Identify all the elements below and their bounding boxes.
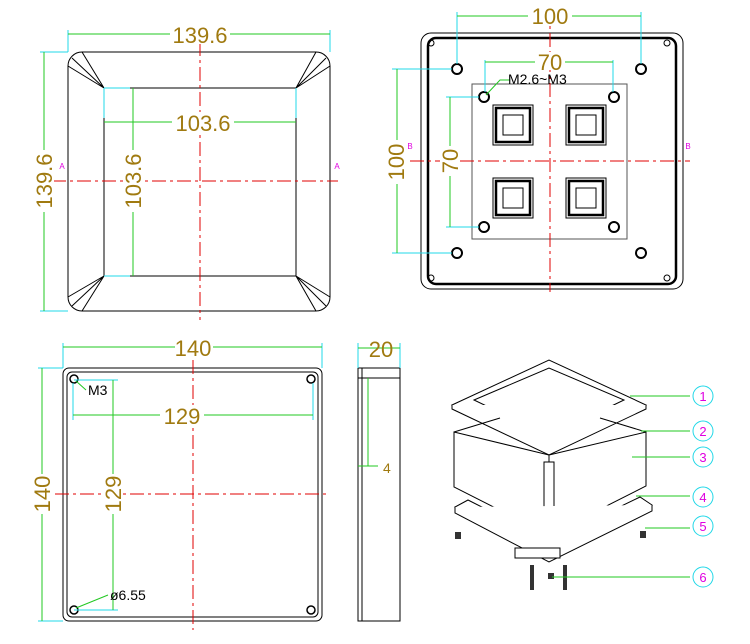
screw-note: M3 [88,382,108,398]
side-view: 20 4 [357,337,401,622]
height-dimension: 139.6 [32,153,57,208]
balloon-4: 4 [692,486,714,508]
bottom-view: 100 70 100 70 M2.6~M3 B B [384,4,691,292]
section-marker-right: B [685,142,690,151]
width-dimension: 140 [175,336,212,361]
svg-text:6: 6 [699,570,706,585]
svg-text:1: 1 [699,389,706,404]
top-view: 139.6 139.6 103.6 103.6 A A [32,23,340,320]
height-dimension: 140 [30,476,55,513]
width-dimension: 139.6 [172,23,227,48]
svg-text:3: 3 [699,450,706,465]
screw-note: M2.6~M3 [508,71,567,87]
svg-text:5: 5 [699,519,706,534]
inner-height-dimension: 129 [101,476,126,513]
balloon-2: 2 [692,420,714,442]
step-dimension: 4 [383,460,391,476]
lid [450,359,648,456]
balloon-5: 5 [692,515,714,537]
hole-note: ø6.55 [110,587,146,603]
inner-width-dimension: 129 [164,404,201,429]
base-view: 140 140 129 129 M3 ø6.55 [30,336,330,630]
thickness-dimension: 20 [369,337,393,362]
svg-text:2: 2 [699,424,706,439]
section-marker-left: B [407,142,412,151]
balloon-1: 1 [692,385,714,407]
hole-spacing-x: 100 [532,4,569,29]
pcb-hole-spacing-x: 70 [538,50,562,75]
base-plate [453,496,654,563]
inner-width-dimension: 103.6 [175,111,230,136]
balloon-6: 6 [692,566,714,588]
inner-height-dimension: 103.6 [121,153,146,208]
bevel-lines [67,51,331,312]
exploded-view: 1 2 3 4 5 6 [450,359,714,590]
section-marker-left: A [59,162,65,171]
svg-text:4: 4 [699,490,706,505]
hole-spacing-y: 100 [384,144,409,181]
pcb-hole-spacing-y: 70 [438,149,463,173]
section-marker-right: A [334,162,340,171]
balloon-3: 3 [692,446,714,468]
keyswitches [492,104,607,219]
